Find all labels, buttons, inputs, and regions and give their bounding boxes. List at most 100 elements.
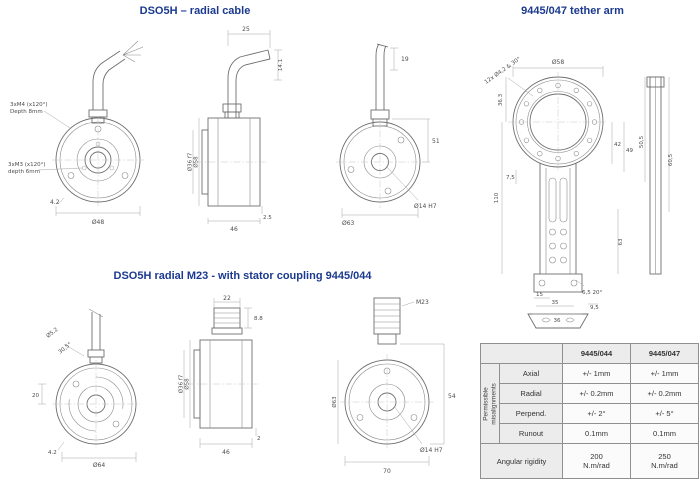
row-label-axial: Axial <box>500 364 562 383</box>
dim-label-dia-14-h7: Ø14 H7 <box>420 447 443 454</box>
dim-label-7-5: 7,5 <box>506 175 515 181</box>
dim-label-dia-36: Ø36 f7 <box>178 374 185 393</box>
cable <box>375 43 389 110</box>
drawing-radial-cable-front-view: 3xM4 (x120°) Depth 8mm 3xM3 (x120°) dept… <box>8 40 144 226</box>
value-cell: 250 N.m/rad <box>631 444 698 478</box>
dim-label-dia-58: Ø58 <box>184 378 191 390</box>
dim-label-angle-30-5: 30,5° <box>58 341 74 355</box>
dim-label-bolt-holes: 12x Ø4,2 & 30° <box>483 55 522 85</box>
dimension-lines <box>37 110 141 216</box>
value-cell: 0.1mm <box>631 424 698 443</box>
dim-label-51: 51 <box>432 138 440 145</box>
dim-label-14-1: 14.1 <box>278 59 284 71</box>
dim-label-8-8: 8.8 <box>254 316 263 322</box>
value-cell: +/- 2° <box>563 404 630 423</box>
dim-label-20: 20 <box>32 393 39 399</box>
drawing-radial-cable-side-view: 25 14.1 Ø58 Ø36 f7 46 2.5 <box>187 26 285 233</box>
dim-label-2: 2 <box>257 436 261 442</box>
encoder-body <box>52 116 144 206</box>
dim-label-dia-64: Ø64 <box>93 462 106 469</box>
cable <box>227 49 271 118</box>
dim-label-dia-58-flange: Ø58 <box>552 59 565 66</box>
dimension-lines <box>501 66 670 315</box>
encoder-body <box>340 354 434 450</box>
dim-label-m3-thread: 3xM3 (x120°) <box>8 162 46 168</box>
dim-label-42: 42 <box>614 142 621 148</box>
flange <box>508 72 608 172</box>
dim-label-dia-63: Ø63 <box>331 396 338 408</box>
value-cell: +/- 0.2mm <box>631 384 698 403</box>
value-cell: +/- 1mm <box>563 364 630 383</box>
row-label-radial: Radial <box>500 384 562 403</box>
dim-label-m4-depth: Depth 8mm <box>10 109 43 115</box>
connector <box>211 307 243 335</box>
table-corner-cell <box>481 344 562 363</box>
section-title-tether-arm: 9445/047 tether arm <box>521 5 624 17</box>
value-cell: 200 N.m/rad <box>563 444 630 478</box>
dim-label-19: 19 <box>401 56 409 63</box>
dim-label-dia-63: Ø63 <box>342 220 355 227</box>
encoder-body <box>188 339 260 429</box>
value-cell: +/- 5° <box>631 404 698 423</box>
connector-m23 <box>373 297 401 345</box>
dim-label-dia-58: Ø58 <box>193 156 200 168</box>
dimension-lines <box>38 343 137 462</box>
dim-label-dia-36: Ø36 f7 <box>187 152 194 171</box>
drawing-stator-front-view: 20 Ø5,2 30,5° 4.2 Ø64 <box>32 308 140 469</box>
encoder-body <box>52 360 140 448</box>
dim-label-15: 15 <box>536 292 543 298</box>
dim-label-46: 46 <box>222 449 230 456</box>
dim-label-4-2: 4.2 <box>48 450 57 456</box>
cable-gland <box>222 103 242 119</box>
side-view <box>646 76 665 275</box>
dimension-lines <box>337 301 445 466</box>
dim-label-36-3: 36.3 <box>498 93 504 106</box>
dim-label-slot-6-5: 6,5 20° <box>582 290 602 296</box>
dim-label-m23: M23 <box>416 299 429 306</box>
row-label-perpend: Perpend. <box>500 404 562 423</box>
dim-label-9-5: 9,5 <box>590 305 599 311</box>
dim-label-m4-thread: 3xM4 (x120°) <box>10 102 48 108</box>
dim-label-2-5: 2.5 <box>263 215 272 221</box>
misalignment-table: 9445/044 9445/047 Permissible misalignme… <box>480 343 699 479</box>
dim-label-25: 25 <box>242 26 250 33</box>
dim-label-36: 36 <box>554 318 561 324</box>
dim-label-63: 63 <box>618 238 624 245</box>
dim-label-46: 46 <box>230 226 238 233</box>
dim-label-54: 54 <box>448 393 456 400</box>
dim-label-m3-depth: depth 6mm <box>8 169 40 175</box>
dim-label-dia-48: Ø48 <box>92 219 105 226</box>
row-label-runout: Runout <box>500 424 562 443</box>
dim-label-50-5: 50,5 <box>639 135 645 148</box>
cable <box>88 308 104 350</box>
dimension-lines <box>192 30 282 224</box>
dimension-lines <box>341 47 430 218</box>
drawing-radial-cable-front-view-2: 19 51 Ø63 Ø14 H7 <box>336 43 440 227</box>
section-title-radial-cable: DSO5H – radial cable <box>139 5 251 17</box>
arm <box>533 163 583 293</box>
dimension-lines <box>183 298 257 448</box>
drawing-stator-front-view-2: M23 54 Ø63 Ø14 H7 70 <box>331 297 456 475</box>
value-cell: +/- 1mm <box>631 364 698 383</box>
encoder-body <box>196 117 268 207</box>
encoder-body <box>336 118 424 208</box>
value-cell: 0.1mm <box>563 424 630 443</box>
section-title-stator-coupling: DSO5H radial M23 - with stator coupling … <box>113 270 372 282</box>
dim-label-35: 35 <box>552 300 559 306</box>
row-label-angular-rigidity: Angular rigidity <box>481 444 562 478</box>
column-header-9445-044: 9445/044 <box>563 344 630 363</box>
dim-label-dia-5-2: Ø5,2 <box>45 326 60 340</box>
dim-label-gap-4-2: 4.2 <box>50 199 60 206</box>
cable <box>92 40 144 110</box>
dim-label-49: 49 <box>626 148 633 154</box>
dim-label-22: 22 <box>223 295 231 302</box>
dim-label-dia-14-h7: Ø14 H7 <box>414 203 437 210</box>
dim-label-60-5: 60,5 <box>668 153 674 166</box>
row-group-label: Permissible misalignments <box>482 382 498 425</box>
drawing-tether-arm: Ø58 12x Ø4,2 & 30° 36.3 110 7,5 42 49 63… <box>483 55 674 329</box>
drawing-stator-side-view: 22 8.8 Ø58 Ø36 f7 2 46 <box>178 295 264 456</box>
dim-label-70: 70 <box>383 468 391 475</box>
row-group-cell: Permissible misalignments <box>481 364 499 443</box>
dim-label-110: 110 <box>494 192 500 203</box>
